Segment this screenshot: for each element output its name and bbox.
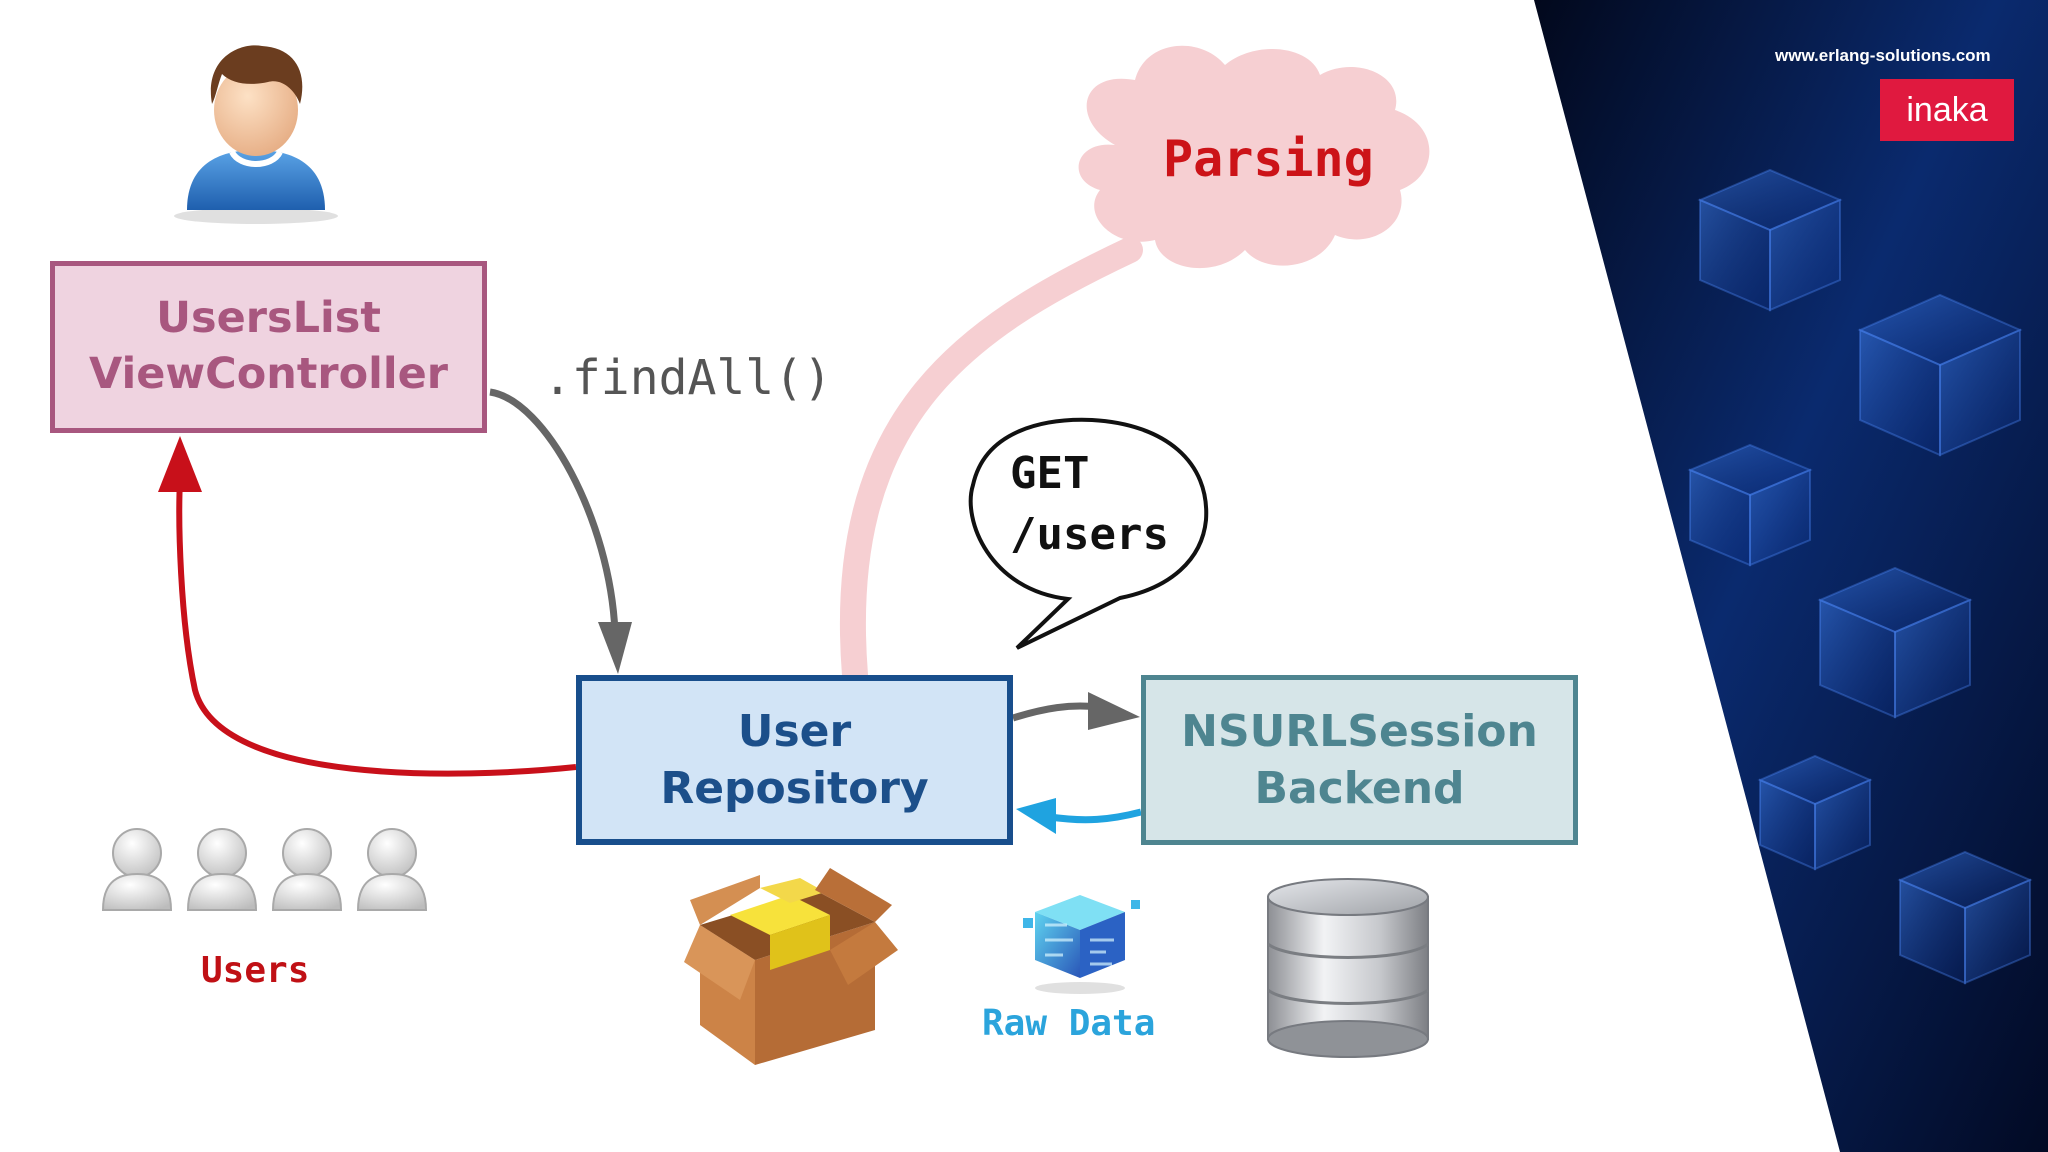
find-all-arrow xyxy=(489,388,619,633)
raw-data-cube-icon xyxy=(1023,895,1140,994)
users-label: Users xyxy=(201,950,310,991)
request-path: /users xyxy=(1010,508,1169,560)
parsing-cloud xyxy=(1078,45,1430,269)
database-icon xyxy=(1267,878,1429,1058)
speech-bubble xyxy=(968,417,1209,650)
users-return-arrow xyxy=(176,479,577,777)
find-all-label: .findAll() xyxy=(543,350,832,406)
nsurlsession-backend-box: NSURLSession Backend xyxy=(1141,675,1578,845)
website-url: www.erlang-solutions.com xyxy=(1775,46,1991,65)
decorative-background-panel xyxy=(1534,0,2048,1152)
user-repository-box: User Repository xyxy=(576,675,1013,845)
package-box-icon xyxy=(684,868,898,1065)
request-arrow xyxy=(1011,702,1099,722)
users-group-icon xyxy=(101,828,428,911)
raw-data-arrow-head xyxy=(1016,798,1056,834)
find-all-arrow-head xyxy=(598,622,632,674)
user-repository-line1: User xyxy=(737,705,852,757)
decorative-cubes xyxy=(1687,168,2033,985)
parsing-label: Parsing xyxy=(1163,130,1374,188)
users-list-view-controller-box: UsersList ViewController xyxy=(50,261,487,433)
users-list-view-controller-line1: UsersList xyxy=(156,293,381,344)
person-icon xyxy=(174,45,338,224)
inaka-logo-text: inaka xyxy=(1906,90,1988,129)
raw-data-arrow xyxy=(1049,808,1142,824)
get-users-request-label: GET /users xyxy=(1010,444,1169,565)
users-return-arrow-head xyxy=(158,436,202,492)
parsing-curve xyxy=(839,237,1143,688)
raw-data-label: Raw Data xyxy=(982,1003,1156,1044)
request-arrow-head xyxy=(1088,692,1140,730)
request-method: GET xyxy=(1010,448,1090,499)
inaka-logo: inaka xyxy=(1880,79,2014,141)
nsurlsession-backend-line2: Backend xyxy=(1254,763,1465,814)
nsurlsession-backend-line1: NSURLSession xyxy=(1181,705,1538,757)
user-repository-line2: Repository xyxy=(660,763,929,814)
users-list-view-controller-line2: ViewController xyxy=(88,349,448,399)
